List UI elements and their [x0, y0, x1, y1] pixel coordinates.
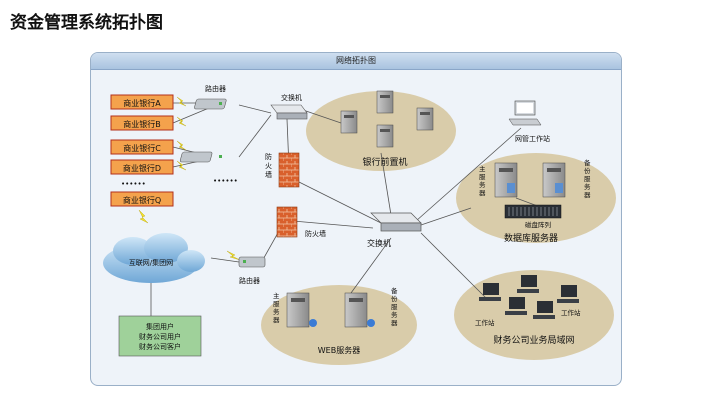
web-group-label: WEB服务器 — [318, 345, 360, 355]
router-top-label: 路由器 — [205, 84, 226, 93]
switch-main-label: 交换机 — [367, 238, 391, 248]
db-main-label: 主服务器 — [479, 164, 486, 197]
users-box — [118, 315, 202, 357]
router-ellipsis: •••••• — [213, 177, 238, 185]
link-switch-db — [420, 207, 472, 226]
bank-label-a: 商业银行A — [123, 98, 161, 108]
router-icon — [179, 151, 222, 163]
bank-box-q — [110, 191, 174, 207]
link-cloud-router3 — [210, 257, 240, 263]
firewall-bottom-label: 防火墙 — [305, 229, 326, 238]
link-bankB-router — [172, 107, 210, 124]
mgmt-label: 网管工作站 — [515, 134, 550, 143]
workstation-icon — [508, 100, 542, 126]
web-backup-label: 备份服务器 — [391, 286, 398, 327]
lightning-icon — [176, 96, 187, 107]
link-router2-switch-top — [238, 114, 272, 158]
db-backup-label: 备份服务器 — [584, 158, 591, 199]
bank-label-b: 商业银行B — [123, 119, 161, 129]
bank-box-b — [110, 115, 174, 131]
link-switchtop-bank — [302, 109, 342, 124]
lightning-icon — [226, 250, 241, 261]
link-fw2-switch — [292, 220, 374, 229]
disk-array-icon — [504, 204, 562, 219]
bank-box-a — [110, 94, 174, 110]
server-icon — [286, 292, 317, 328]
lightning-icon — [138, 209, 149, 224]
link-switch-web — [350, 237, 392, 294]
bank-ellipsis: •••••• — [121, 180, 146, 188]
firewall-top-label: 防火墙 — [265, 152, 272, 179]
lan-label: 财务公司业务局域网 — [493, 334, 574, 346]
server-icon — [416, 107, 434, 131]
users-line-2: 财务公司用户 — [139, 332, 181, 341]
workstation-icon — [505, 297, 527, 315]
workstation-icon — [479, 283, 501, 301]
server-icon — [542, 162, 566, 198]
diagram-header: 网络拓扑图 — [91, 53, 621, 70]
firewall-icon — [276, 206, 298, 238]
link-router-switch-top — [238, 104, 272, 114]
link-fw-switch — [296, 180, 382, 224]
router-bottom-label: 路由器 — [239, 276, 260, 285]
lightning-icons — [138, 96, 241, 261]
server-icon — [494, 162, 518, 198]
disk-array-label: 磁盘阵列 — [525, 220, 551, 229]
web-main-label: 主服务器 — [273, 291, 280, 324]
bank-label-q: 商业银行Q — [123, 195, 161, 205]
cloud-label: 互联网/集团网 — [129, 258, 173, 267]
link-switch-bank — [380, 152, 392, 216]
switch-main-icon — [370, 212, 422, 232]
bank-box-d — [110, 159, 174, 175]
topology-diagram: 商业银行A 商业银行B 商业银行C 商业银行D 商业银行Q •••••• •••… — [103, 84, 616, 365]
ws-label-right: 工作站 — [561, 308, 581, 317]
bank-boxes: 商业银行A 商业银行B 商业银行C 商业银行D 商业银行Q •••••• •••… — [110, 94, 238, 207]
router-icon — [238, 256, 266, 268]
bank-label-c: 商业银行C — [123, 143, 161, 153]
bank-front-label: 银行前置机 — [362, 156, 407, 168]
page-title: 资金管理系统拓扑图 — [10, 13, 163, 33]
topology-diagram-frame: 网络拓扑图 — [90, 52, 622, 386]
server-icon — [376, 124, 394, 148]
bank-label-d: 商业银行D — [123, 163, 161, 173]
server-icon — [344, 292, 375, 328]
db-group-label: 数据库服务器 — [504, 232, 558, 244]
workstation-icon — [557, 285, 579, 303]
users-line-1: 集团用户 — [146, 322, 174, 331]
ws-label-left: 工作站 — [475, 318, 495, 327]
server-icon — [340, 110, 358, 134]
server-icon — [376, 90, 394, 114]
router-icon — [194, 98, 227, 110]
lightning-icon — [176, 160, 187, 171]
bank-box-c — [110, 139, 174, 155]
workstation-icon — [517, 275, 539, 293]
cloud-icon — [103, 233, 205, 283]
lightning-icon — [176, 116, 187, 127]
lightning-icon — [176, 140, 187, 151]
switch-top-icon — [270, 104, 308, 120]
link-switch-lan — [420, 232, 487, 299]
workstation-icon — [533, 301, 555, 319]
link-switch-mgmt — [415, 127, 522, 222]
switch-top-label: 交换机 — [281, 93, 302, 102]
firewall-icon — [278, 152, 300, 188]
users-line-3: 财务公司客户 — [139, 342, 181, 351]
